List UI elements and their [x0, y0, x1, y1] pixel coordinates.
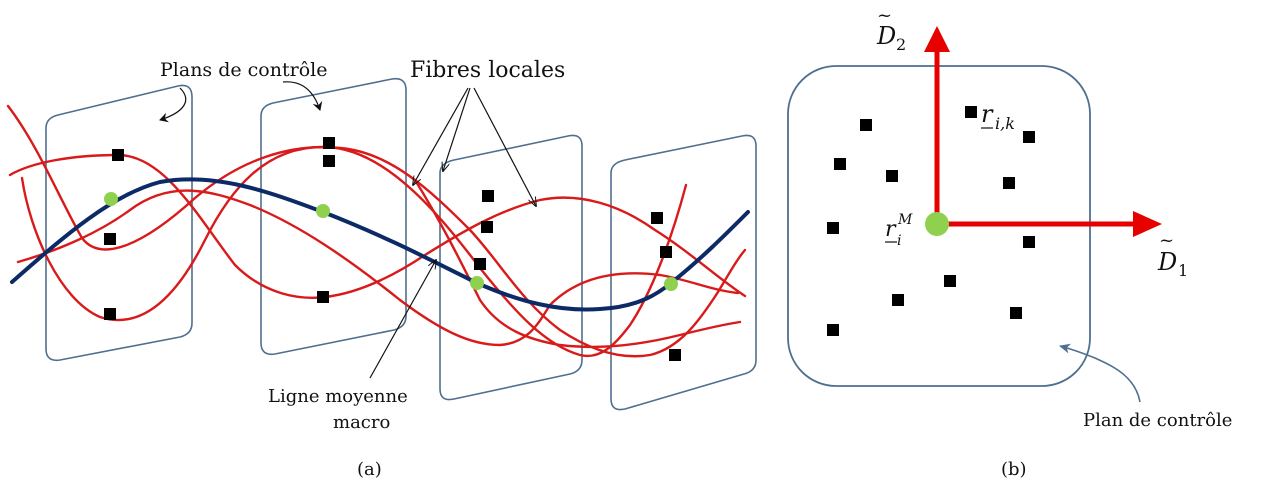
- caption-a: (a): [357, 459, 382, 480]
- label-d1-sub: 1: [1178, 261, 1188, 280]
- local-fibers: [6, 104, 747, 358]
- fiber-marker: [827, 324, 839, 336]
- fibres-arrow-1: [413, 87, 469, 185]
- annotation-arrows: [159, 81, 536, 379]
- fiber-marker: [104, 308, 116, 320]
- panel-b: ~ D 2 ~ D 1 r i,k r i M Plan de contrôle…: [787, 5, 1232, 480]
- local-fiber-1: [6, 104, 747, 358]
- axis-d1-arrowhead: [1133, 211, 1162, 237]
- fiber-marker: [317, 291, 329, 303]
- label-control-planes: Plans de contrôle: [160, 59, 327, 81]
- fiber-marker: [886, 170, 898, 182]
- local-fiber-3: [8, 153, 747, 299]
- fiber-marker: [482, 190, 494, 202]
- label-r-ik-symbol: r: [981, 100, 994, 128]
- label-d1-tilde: ~: [1159, 230, 1174, 251]
- mean-line-arrow: [369, 260, 436, 379]
- axis-d2-arrowhead: [924, 26, 950, 52]
- fiber-marker: [660, 246, 672, 258]
- macro-mean-line: [10, 177, 750, 312]
- curl-arrow-plane-1: [159, 87, 187, 123]
- fibres-arrow-3: [473, 87, 536, 206]
- fiber-marker: [834, 158, 846, 170]
- label-mean-line-1: Ligne moyenne: [268, 386, 408, 407]
- label-d2-tilde: ~: [877, 5, 892, 26]
- fiber-markers: [104, 137, 681, 361]
- panel-a: Plans de contrôle Fibres locales Ligne m…: [6, 58, 757, 480]
- local-fiber-4: [16, 189, 740, 347]
- fiber-marker: [965, 106, 977, 118]
- fiber-marker: [474, 258, 486, 270]
- caption-b: (b): [1001, 459, 1027, 480]
- macro-nodes: [104, 192, 678, 291]
- fiber-marker: [1010, 307, 1022, 319]
- fiber-marker: [323, 155, 335, 167]
- label-r-iM-sup: M: [897, 212, 913, 228]
- fiber-marker: [1003, 177, 1015, 189]
- label-d2: ~ D 2: [876, 5, 906, 54]
- label-d2-symbol: D: [876, 22, 896, 50]
- curl-arrow-plane-2: [282, 81, 323, 111]
- fiber-marker: [104, 233, 116, 245]
- fiber-marker: [112, 149, 124, 161]
- label-d1: ~ D 1: [1157, 230, 1188, 280]
- macro-node: [470, 276, 484, 290]
- fiber-marker: [827, 222, 839, 234]
- fiber-marker: [323, 137, 335, 149]
- control-planes: [45, 77, 757, 411]
- control-plane-1: [45, 84, 193, 362]
- fiber-marker: [860, 119, 872, 131]
- macro-point: [925, 212, 949, 236]
- plane-pointer-arrow: [1059, 343, 1141, 403]
- fiber-marker: [651, 212, 663, 224]
- local-fiber-2: [20, 145, 688, 358]
- fiber-marker: [944, 275, 956, 287]
- control-plane-4: [610, 134, 757, 411]
- control-plane-2: [260, 77, 407, 356]
- label-d2-sub: 2: [896, 35, 906, 54]
- label-macro-point: r i M: [885, 212, 913, 249]
- label-d1-symbol: D: [1157, 248, 1177, 276]
- fiber-marker: [1023, 236, 1035, 248]
- macro-node: [664, 277, 678, 291]
- fiber-marker: [1023, 131, 1035, 143]
- macro-node: [316, 204, 330, 218]
- local-axes: [924, 26, 1162, 237]
- section-fiber-markers: [827, 106, 1035, 336]
- fiber-marker: [669, 349, 681, 361]
- label-control-plane: Plan de contrôle: [1083, 410, 1232, 431]
- label-mean-line-2: macro: [333, 412, 390, 433]
- fiber-marker: [481, 221, 493, 233]
- local-fiber-5: [413, 178, 742, 349]
- label-r-iM-symbol: r: [885, 217, 897, 242]
- fiber-marker: [892, 294, 904, 306]
- label-r-iM-sub: i: [897, 233, 901, 249]
- label-r-ik-sub: i,k: [995, 114, 1015, 133]
- macro-node: [104, 192, 118, 206]
- control-plane-3: [439, 134, 583, 401]
- fibres-arrow-2: [443, 87, 471, 171]
- label-fiber-point: r i,k: [981, 100, 1015, 133]
- label-local-fibers: Fibres locales: [410, 58, 565, 83]
